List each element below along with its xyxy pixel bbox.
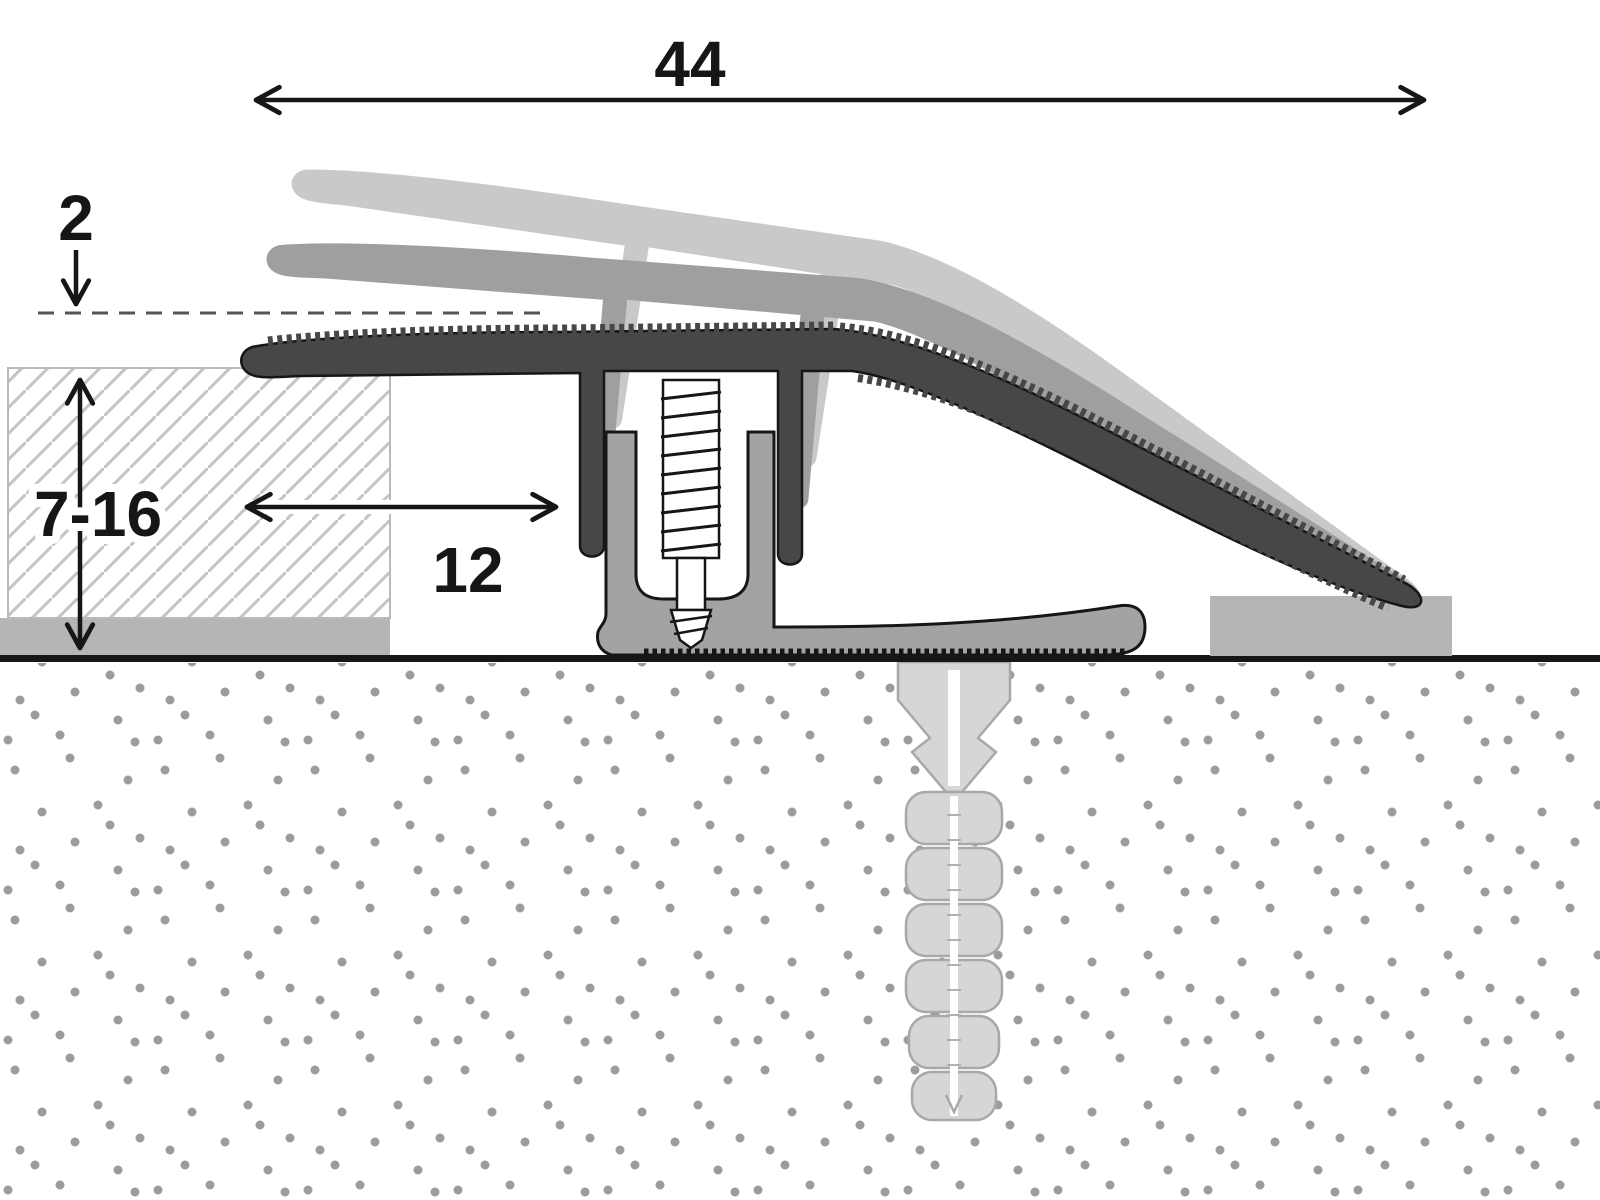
wall-plug-slit-rungs [947,814,961,1066]
wall-plug-tip-arrow [944,1094,964,1115]
profile-bottom-serration [857,374,1390,612]
dimension-44: 44 [253,28,1427,116]
screw-threads [660,390,722,553]
profile-ramp-dark [239,321,1423,612]
dimension-2: 2 [58,182,94,307]
ground-line [0,655,1600,662]
wall-plug-top-slit [948,670,960,786]
dimension-12-label: 12 [432,534,503,606]
screw [660,378,722,650]
wall-plug-slit [950,796,958,1116]
wall-plug [896,660,1012,1122]
dimension-12: 12 [244,491,559,614]
dimension-7-16: 7-16 [26,377,170,651]
profile-top-serration [267,321,1407,584]
dimension-7-16-label: 7-16 [34,478,162,550]
dimension-44-label: 44 [654,28,726,100]
subfloor-dots [0,663,1600,1200]
left-underlay-strip [0,618,390,655]
base-channel [596,430,1147,657]
dimension-2-label: 2 [58,182,94,254]
